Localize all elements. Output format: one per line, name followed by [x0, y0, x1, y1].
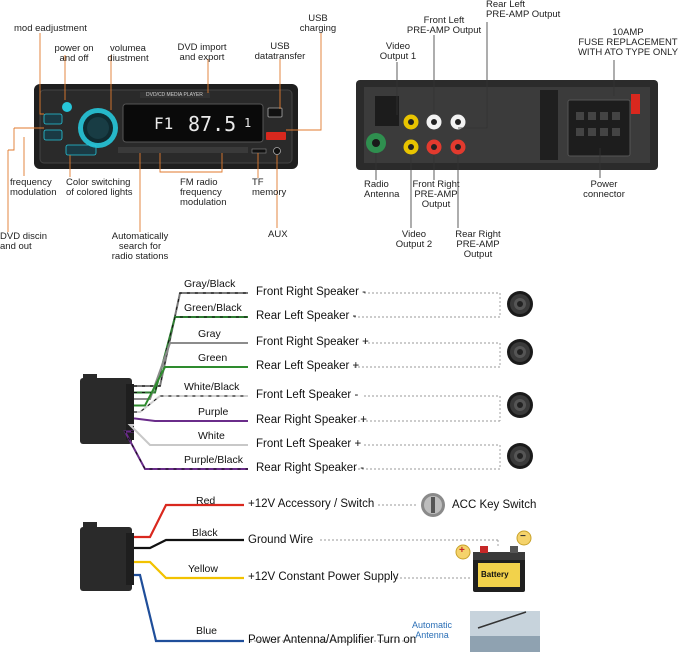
power-wire [134, 538, 244, 550]
label-video-output-1: Video Output 1 [379, 41, 417, 62]
lcd-display [122, 103, 264, 143]
speaker-wire [134, 342, 248, 400]
label-fm-radio: FM radio frequency modulation [180, 177, 227, 208]
battery-plus-icon: + [459, 545, 465, 556]
speaker-wires [123, 292, 248, 470]
label-rear-right-preamp: Rear Right PRE-AMP Output [455, 229, 501, 260]
label-aux: AUX [268, 229, 288, 240]
speaker-wire-label: Purple [198, 406, 229, 418]
power-icon[interactable] [62, 102, 72, 112]
speaker-wire [134, 395, 248, 413]
display-brand: DVD/CD MEDIA PLAYER [146, 92, 203, 98]
function-accessory: +12V Accessory / Switch [248, 498, 375, 510]
speaker-wire-label: Green [198, 352, 228, 364]
wire-label-blue: Blue [196, 625, 218, 637]
function-power-antenna: Power Antenna/Amplifier Turn on [248, 634, 417, 646]
speaker-function-label: Front Left Speaker - [256, 389, 359, 401]
label-power-connector: Power connector [583, 179, 625, 200]
speaker-icon [507, 392, 533, 418]
fuse-icon [631, 94, 640, 114]
usb-port-icon[interactable] [267, 107, 283, 118]
speaker-wire-label: Purple/Black [184, 454, 243, 466]
speaker-icon [507, 339, 533, 365]
speaker-wire-label: Green/Black [184, 302, 242, 314]
lcd-readout: F1 87.5 1 [130, 112, 258, 136]
speaker-harness-connector [80, 374, 134, 444]
label-dvd-disc: DVD discin and out [0, 231, 47, 252]
speaker-icons [507, 291, 533, 469]
rear-panel-radio [356, 80, 658, 170]
acc-key-icon [421, 493, 445, 517]
label-auto-search: Automatically search for radio stations [111, 231, 169, 262]
color-button[interactable] [65, 144, 97, 156]
speaker-wire-label: Gray [198, 328, 221, 340]
label-dvd-import: DVD import and export [177, 42, 227, 63]
label-front-right-preamp: Front Right PRE-AMP Output [412, 179, 460, 210]
label-fuse: 10AMP FUSE REPLACEMENT WITH ATO TYPE ONL… [577, 27, 679, 58]
label-frequency: frequency modulation [10, 177, 57, 198]
power-wires [134, 503, 244, 643]
wire-label-black: Black [192, 527, 218, 539]
usb-charging-port[interactable] [266, 132, 286, 140]
speaker-wire [134, 366, 248, 407]
speaker-wire [134, 417, 248, 422]
front-callout-lines [7, 33, 322, 232]
mod-button[interactable] [43, 113, 63, 125]
label-usb-data: USB datatransfer [254, 41, 306, 62]
display-channel: 1 [244, 116, 252, 130]
speaker-function-label: Rear Left Speaker - [256, 310, 357, 322]
label-rear-left-preamp: Rear Left PRE-AMP Output [486, 0, 561, 20]
wire-label-red: Red [196, 495, 216, 507]
battery-label: Battery [481, 570, 509, 579]
power-wire [134, 560, 244, 580]
disc-slot-icon[interactable] [251, 148, 267, 154]
preset-buttons-row[interactable] [118, 147, 248, 153]
label-usb-charging: USB charging [299, 13, 337, 34]
speaker-function-label: Rear Right Speaker + [256, 414, 367, 426]
automatic-antenna-label: Automatic Antenna [412, 620, 453, 640]
band-button[interactable] [43, 129, 63, 141]
label-power: power on and off [54, 43, 94, 64]
label-volume: volumea diustment [107, 43, 149, 64]
speaker-wire-label: Gray/Black [184, 278, 236, 290]
display-band: F1 [154, 114, 174, 133]
speaker-function-label: Front Right Speaker + [256, 336, 369, 348]
speaker-wire-label: White/Black [184, 381, 240, 393]
battery-icon [455, 530, 532, 592]
function-ground: Ground Wire [248, 534, 314, 546]
function-constant-power: +12V Constant Power Supply [248, 571, 399, 583]
label-tf-memory: TF memory [252, 177, 287, 198]
speaker-wire [123, 430, 248, 470]
speaker-icon [507, 443, 533, 469]
automatic-antenna-icon [250, 611, 540, 652]
battery-minus-icon: − [520, 531, 526, 542]
aux-jack-icon[interactable] [273, 147, 281, 155]
power-dashed-lines [320, 504, 499, 579]
label-front-left-preamp: Front Left PRE-AMP Output [406, 15, 482, 36]
speaker-function-label: Rear Right Speaker - [256, 462, 365, 474]
speaker-function-label: Front Left Speaker + [256, 438, 362, 450]
power-wire [134, 503, 244, 539]
rear-callout-lines [375, 22, 615, 228]
display-frequency: 87.5 [188, 112, 237, 136]
label-mod-adjustment: mod eadjustment [14, 23, 87, 34]
speaker-function-label: Rear Left Speaker + [256, 360, 360, 372]
wire-label-yellow: Yellow [188, 563, 218, 575]
speaker-dashed-lines [354, 292, 501, 470]
label-color-switching: Color switching of colored lights [66, 177, 133, 198]
power-wire [134, 573, 244, 643]
power-harness-connector [80, 522, 134, 591]
speaker-wire-label: White [198, 430, 225, 442]
front-panel-radio [34, 84, 298, 169]
label-radio-antenna: Radio Antenna [364, 179, 400, 200]
speaker-icon [507, 291, 533, 317]
label-video-output-2: Video Output 2 [395, 229, 433, 250]
speaker-wire [134, 316, 248, 393]
speaker-wire [127, 424, 248, 446]
speaker-function-label: Front Right Speaker - [256, 286, 366, 298]
acc-key-switch-label: ACC Key Switch [452, 499, 537, 511]
